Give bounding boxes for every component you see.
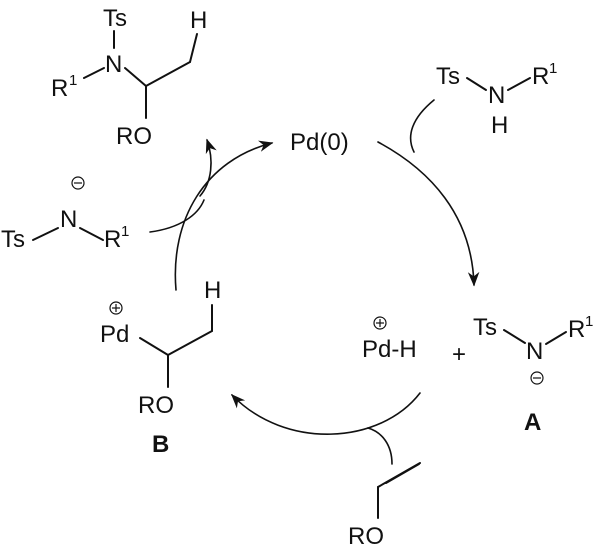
insertion-arrow bbox=[230, 392, 421, 435]
product-exit-arrow bbox=[199, 138, 217, 197]
product-amino-ether: Ts N R 1 H RO bbox=[51, 5, 207, 150]
product-ts-label: Ts bbox=[103, 5, 127, 32]
anion-entry-arrow bbox=[149, 199, 205, 233]
b-pd-c-bond bbox=[139, 337, 169, 356]
anion-a-label: A bbox=[524, 409, 541, 436]
product-c-c-bond bbox=[145, 61, 191, 87]
b-h-label: H bbox=[204, 277, 221, 304]
positive-charge-icon bbox=[373, 316, 387, 330]
plus-sign: + bbox=[452, 341, 466, 368]
reagent-h-label: H bbox=[491, 112, 508, 139]
anion-a-ts-n-bond bbox=[503, 329, 526, 344]
b-c-c-bond bbox=[167, 330, 213, 356]
anion-n-r-bond bbox=[79, 227, 104, 241]
b-pd-label: Pd bbox=[100, 321, 129, 348]
vinyl-ether: RO bbox=[348, 462, 421, 550]
product-c-h-bond bbox=[189, 33, 198, 63]
anion-a-ts-label: Ts bbox=[473, 314, 497, 341]
amide-anion-left: Ts N R 1 bbox=[1, 176, 129, 253]
reagent-ts-label: Ts bbox=[436, 63, 460, 90]
reagent-ts-n-bond bbox=[466, 77, 487, 91]
vinyl-double-bond-inner bbox=[385, 463, 420, 484]
anion-a-r-label: R bbox=[568, 316, 585, 343]
vinyl-ro-label: RO bbox=[348, 523, 384, 550]
pd-hydride-and-anion-a: Pd-H + Ts N R 1 A bbox=[362, 313, 593, 436]
anion-a-n-r-bond bbox=[545, 331, 567, 345]
negative-charge-icon bbox=[71, 176, 85, 190]
b-ro-label: RO bbox=[138, 392, 174, 419]
anion-r-label: R bbox=[104, 226, 121, 253]
positive-charge-icon bbox=[109, 301, 123, 315]
product-r-label: R bbox=[51, 75, 68, 102]
anion-a-n-label: N bbox=[526, 338, 543, 365]
reagent-r-label: R bbox=[532, 63, 549, 90]
reagent-n-label: N bbox=[488, 82, 505, 109]
anion-n-label: N bbox=[60, 206, 77, 233]
pd-h-label: Pd-H bbox=[362, 336, 417, 363]
sulfonamide-reagent: Ts N R 1 H bbox=[436, 60, 557, 139]
product-n-c-bond bbox=[124, 67, 147, 87]
oxidative-addition-arrow bbox=[377, 141, 480, 287]
product-r-superscript: 1 bbox=[69, 72, 77, 89]
reductive-elimination-arrow bbox=[174, 140, 274, 291]
vinyl-entry-arrow bbox=[367, 427, 393, 465]
product-r-n-bond bbox=[83, 67, 105, 79]
anion-r-superscript: 1 bbox=[121, 223, 129, 240]
pd0-label: Pd(0) bbox=[290, 129, 349, 156]
negative-charge-icon bbox=[530, 371, 544, 385]
reagent-n-r-bond bbox=[507, 77, 531, 91]
product-ro-label: RO bbox=[116, 123, 152, 150]
reagent-r-superscript: 1 bbox=[549, 60, 557, 77]
anion-a-r-superscript: 1 bbox=[585, 313, 593, 330]
product-h-label: H bbox=[190, 7, 207, 34]
intermediate-b-label: B bbox=[152, 431, 169, 458]
anion-ts-n-bond bbox=[32, 227, 59, 241]
intermediate-b: Pd H RO B bbox=[100, 277, 221, 458]
reagent-entry-arrow bbox=[409, 99, 435, 153]
product-n-label: N bbox=[105, 51, 122, 78]
anion-ts-label: Ts bbox=[1, 226, 25, 253]
